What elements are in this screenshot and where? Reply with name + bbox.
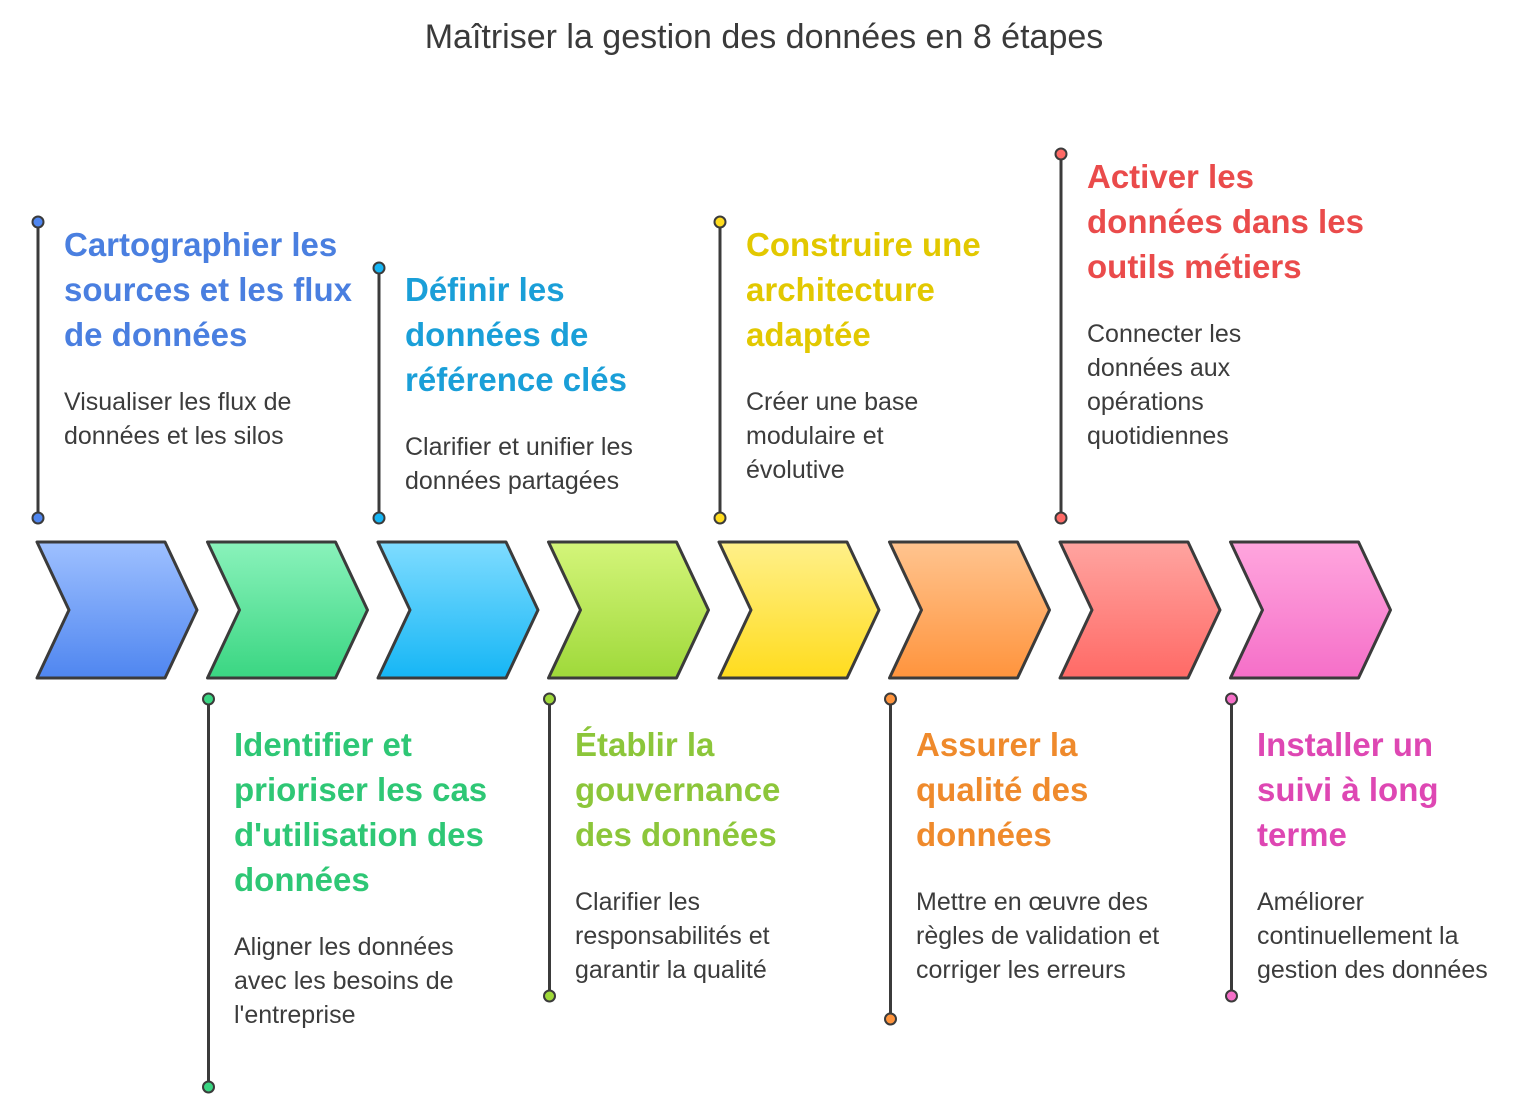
- step-2-connector-dot-start: [202, 692, 215, 706]
- step-3-description: Clarifier et unifier les données partagé…: [405, 433, 633, 495]
- step-7: Activer les données dans les outils méti…: [1087, 154, 1377, 453]
- step-1: Cartographier les sources et les flux de…: [64, 222, 354, 453]
- step-5-connector-dot-start: [713, 215, 727, 229]
- page-title: Maîtriser la gestion des données en 8 ét…: [424, 18, 1104, 56]
- step-2-description: Aligner les données avec les besoins de …: [234, 933, 454, 1029]
- step-3-connector-dot-end: [372, 511, 386, 525]
- step-8-connector-dot-start: [1225, 692, 1238, 706]
- step-7-title: Activer les données dans les outils méti…: [1087, 158, 1364, 285]
- step-1-connector-dot-end: [31, 511, 45, 525]
- step-8: Installer un suivi à long terme Améliore…: [1257, 722, 1525, 987]
- step-1-title: Cartographier les sources et les flux de…: [64, 226, 352, 353]
- step-5: Construire une architecture adaptée Crée…: [746, 222, 1036, 487]
- chevron-7: [1058, 540, 1222, 680]
- step-3-connector-dot-start: [372, 261, 386, 275]
- chevron-3: [376, 540, 540, 680]
- chevron-6: [888, 540, 1051, 680]
- step-4-connector-dot-start: [543, 692, 556, 706]
- step-6-connector-dot-start: [884, 692, 897, 706]
- step-6-title: Assurer la qualité des données: [916, 726, 1089, 853]
- step-7-description: Connecter les données aux opérations quo…: [1087, 320, 1242, 450]
- step-4: Établir la gouvernance des données Clari…: [575, 722, 865, 987]
- step-8-title: Installer un suivi à long terme: [1257, 726, 1439, 853]
- chevron-2: [206, 540, 369, 680]
- step-2-connector-dot-end: [202, 1080, 215, 1094]
- step-4-connector-dot-end: [543, 989, 556, 1003]
- step-7-connector-dot-end: [1054, 511, 1068, 525]
- step-3: Définir les données de référence clés Cl…: [405, 267, 695, 498]
- chevron-8: [1229, 540, 1392, 680]
- step-2: Identifier et prioriser les cas d'utilis…: [234, 722, 514, 1032]
- step-6-description: Mettre en œuvre des règles de validation…: [916, 888, 1160, 984]
- chevron-1: [35, 540, 199, 680]
- step-8-description: Améliorer continuellement la gestion des…: [1257, 888, 1488, 984]
- step-8-connector-dot-end: [1225, 989, 1238, 1003]
- step-5-title: Construire une architecture adaptée: [746, 226, 981, 353]
- step-1-description: Visualiser les flux de données et les si…: [64, 388, 292, 450]
- step-3-title: Définir les données de référence clés: [405, 271, 627, 398]
- chevron-5: [717, 540, 881, 680]
- step-5-connector-dot-end: [713, 511, 727, 525]
- step-4-description: Clarifier les responsabilités et garanti…: [575, 888, 770, 984]
- step-1-connector-dot-start: [31, 215, 45, 229]
- step-5-description: Créer une base modulaire et évolutive: [746, 388, 919, 484]
- chevron-4: [547, 540, 710, 680]
- step-6: Assurer la qualité des données Mettre en…: [916, 722, 1206, 987]
- step-2-title: Identifier et prioriser les cas d'utilis…: [234, 726, 488, 898]
- step-4-title: Établir la gouvernance des données: [575, 726, 781, 853]
- step-6-connector-dot-end: [884, 1012, 897, 1026]
- step-7-connector-dot-start: [1054, 147, 1068, 161]
